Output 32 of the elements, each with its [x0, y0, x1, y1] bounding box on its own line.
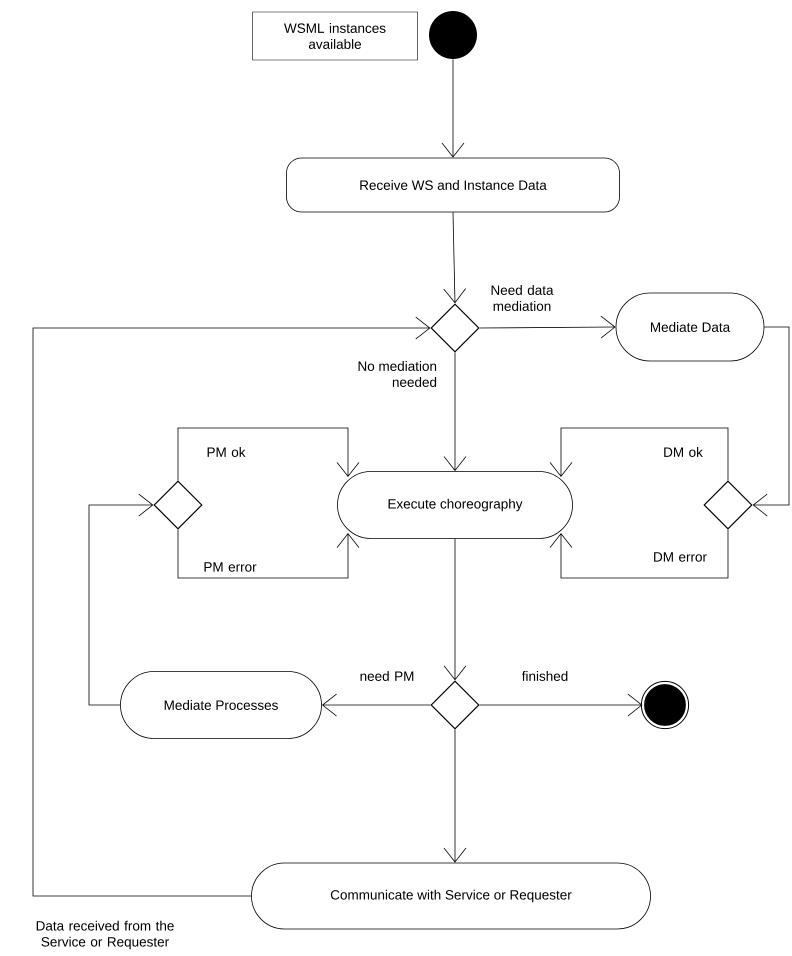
edge-label: PM error [204, 562, 256, 572]
edge-label: PM ok [208, 447, 246, 457]
arrow [479, 694, 642, 716]
action-box: Execute choreography [337, 471, 573, 539]
start-node [429, 11, 477, 59]
action-box: Receive WS and Instance Data [286, 158, 620, 212]
edge-label: DM error [654, 552, 707, 562]
arrow [444, 538, 466, 680]
arrow [32, 316, 430, 896]
edge-label: Need data mediation [492, 285, 554, 311]
arrow [178, 529, 360, 578]
arrow [752, 326, 790, 516]
arrow [178, 428, 360, 481]
edge-label: No mediation needed [358, 361, 436, 387]
action-box: Mediate Processes [120, 671, 322, 739]
edge-label: Data received from the Service or Requester [36, 920, 174, 950]
arrow [88, 494, 154, 706]
arrow [444, 352, 466, 472]
end-node [640, 680, 690, 730]
arrow [550, 428, 728, 481]
arrow [550, 529, 728, 578]
edge-label: finished [522, 671, 568, 681]
arrow [442, 59, 464, 158]
arrow [443, 212, 466, 304]
arrow [444, 729, 466, 863]
note-box: WSML instances available [252, 12, 418, 60]
arrow [479, 316, 616, 339]
arrow [322, 694, 431, 716]
action-box: Communicate with Service or Requester [251, 862, 651, 930]
edge-label: need PM [360, 671, 414, 681]
action-box: Mediate Data [616, 292, 764, 362]
edge-label: DM ok [664, 447, 703, 457]
